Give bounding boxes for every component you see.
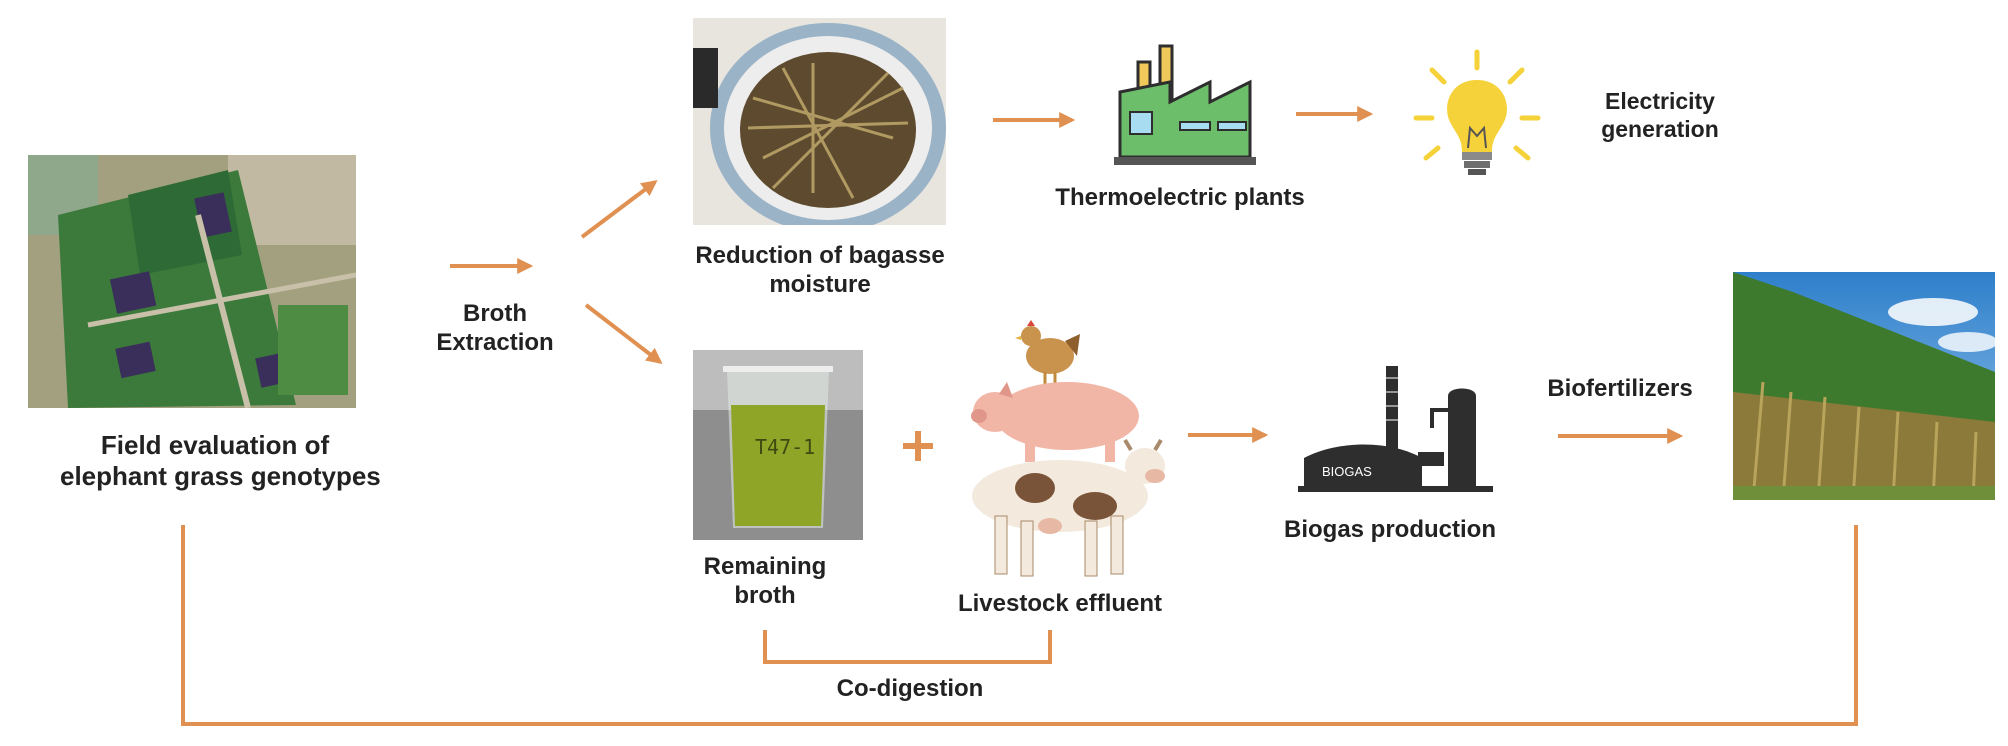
biogas-plant-icon: BIOGAS bbox=[1298, 358, 1493, 503]
arrow-extraction-to-bagasse bbox=[580, 180, 658, 239]
livestock-stack-icon bbox=[955, 316, 1180, 581]
field-evaluation-label: Field evaluation of elephant grass genot… bbox=[60, 430, 381, 492]
bagasse-bucket-photo bbox=[693, 18, 946, 225]
chicken-icon bbox=[1015, 320, 1080, 384]
remaining-broth-label: Remaining broth bbox=[703, 553, 827, 609]
field-aerial-photo bbox=[28, 155, 356, 408]
broth-beaker-photo: T47-1 bbox=[693, 350, 863, 540]
codigestion-bracket bbox=[763, 630, 1052, 664]
factory-icon bbox=[1110, 42, 1260, 170]
thermoelectric-label: Thermoelectric plants bbox=[1055, 184, 1305, 211]
livestock-label: Livestock effluent bbox=[957, 590, 1163, 617]
cow-icon bbox=[972, 438, 1165, 577]
beaker-mark: T47-1 bbox=[755, 435, 815, 459]
bagasse-moisture-label: Reduction of bagasse moisture bbox=[695, 242, 945, 298]
electricity-label: Electricity generation bbox=[1601, 88, 1719, 142]
broth-extraction-label: Broth Extraction bbox=[436, 300, 554, 356]
biogas-production-label: Biogas production bbox=[1284, 516, 1496, 543]
biofertilizers-label: Biofertilizers bbox=[1547, 375, 1693, 402]
plus-sign bbox=[903, 431, 933, 461]
elephant-grass-photo bbox=[1733, 272, 1995, 500]
recycle-loop-line bbox=[181, 525, 1858, 726]
codigestion-label: Co-digestion bbox=[836, 675, 984, 702]
arrow-extraction-to-broth bbox=[584, 303, 663, 364]
light-bulb-icon bbox=[1412, 48, 1542, 188]
pig-icon bbox=[971, 382, 1139, 462]
biogas-tank-text: BIOGAS bbox=[1322, 464, 1372, 479]
